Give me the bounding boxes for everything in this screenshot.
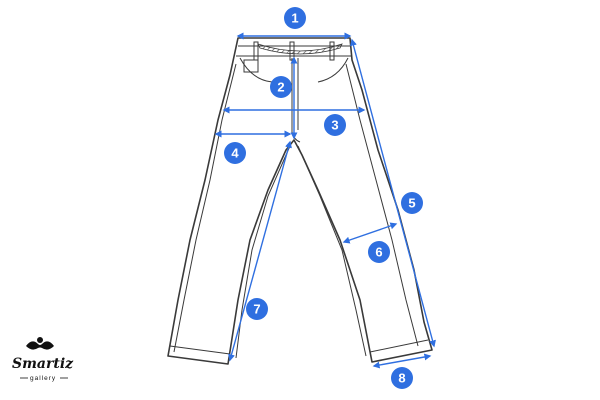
badge-5-label: 5 bbox=[408, 196, 415, 211]
badge-2: 2 bbox=[270, 76, 292, 98]
badge-5: 5 bbox=[401, 192, 423, 214]
logo: Smartiz gallery bbox=[12, 337, 74, 382]
pocket-right bbox=[317, 57, 349, 83]
hem-left bbox=[169, 345, 231, 355]
logo-sub: gallery bbox=[30, 375, 56, 382]
measure-outseam bbox=[350, 38, 436, 348]
badge-1: 1 bbox=[284, 7, 306, 29]
badge-3-label: 3 bbox=[331, 118, 338, 133]
measure-knee bbox=[342, 222, 398, 244]
badge-6-label: 6 bbox=[375, 245, 382, 260]
badge-7: 7 bbox=[246, 298, 268, 320]
badge-7-label: 7 bbox=[253, 302, 260, 317]
logo-name: Smartiz bbox=[12, 356, 74, 372]
badge-8: 8 bbox=[391, 367, 413, 389]
coin-pocket bbox=[243, 59, 259, 73]
mustache-icon bbox=[26, 337, 54, 350]
badge-1-label: 1 bbox=[291, 11, 298, 26]
measure-inseam bbox=[228, 140, 292, 362]
inner-waist-hatch bbox=[257, 43, 343, 55]
badge-8-label: 8 bbox=[398, 371, 405, 386]
badges: 1 2 3 4 5 6 7 8 bbox=[224, 7, 423, 389]
badge-3: 3 bbox=[324, 114, 346, 136]
badge-2-label: 2 bbox=[277, 80, 284, 95]
jeans-drawing bbox=[167, 37, 433, 365]
measurement-lines bbox=[214, 32, 436, 369]
badge-4-label: 4 bbox=[231, 146, 239, 161]
belt-loop-right bbox=[329, 41, 335, 61]
pocket-left bbox=[239, 57, 273, 83]
measure-leg-opening bbox=[372, 353, 432, 369]
badge-6: 6 bbox=[368, 241, 390, 263]
jeans-body bbox=[167, 37, 433, 365]
badge-4: 4 bbox=[224, 142, 246, 164]
